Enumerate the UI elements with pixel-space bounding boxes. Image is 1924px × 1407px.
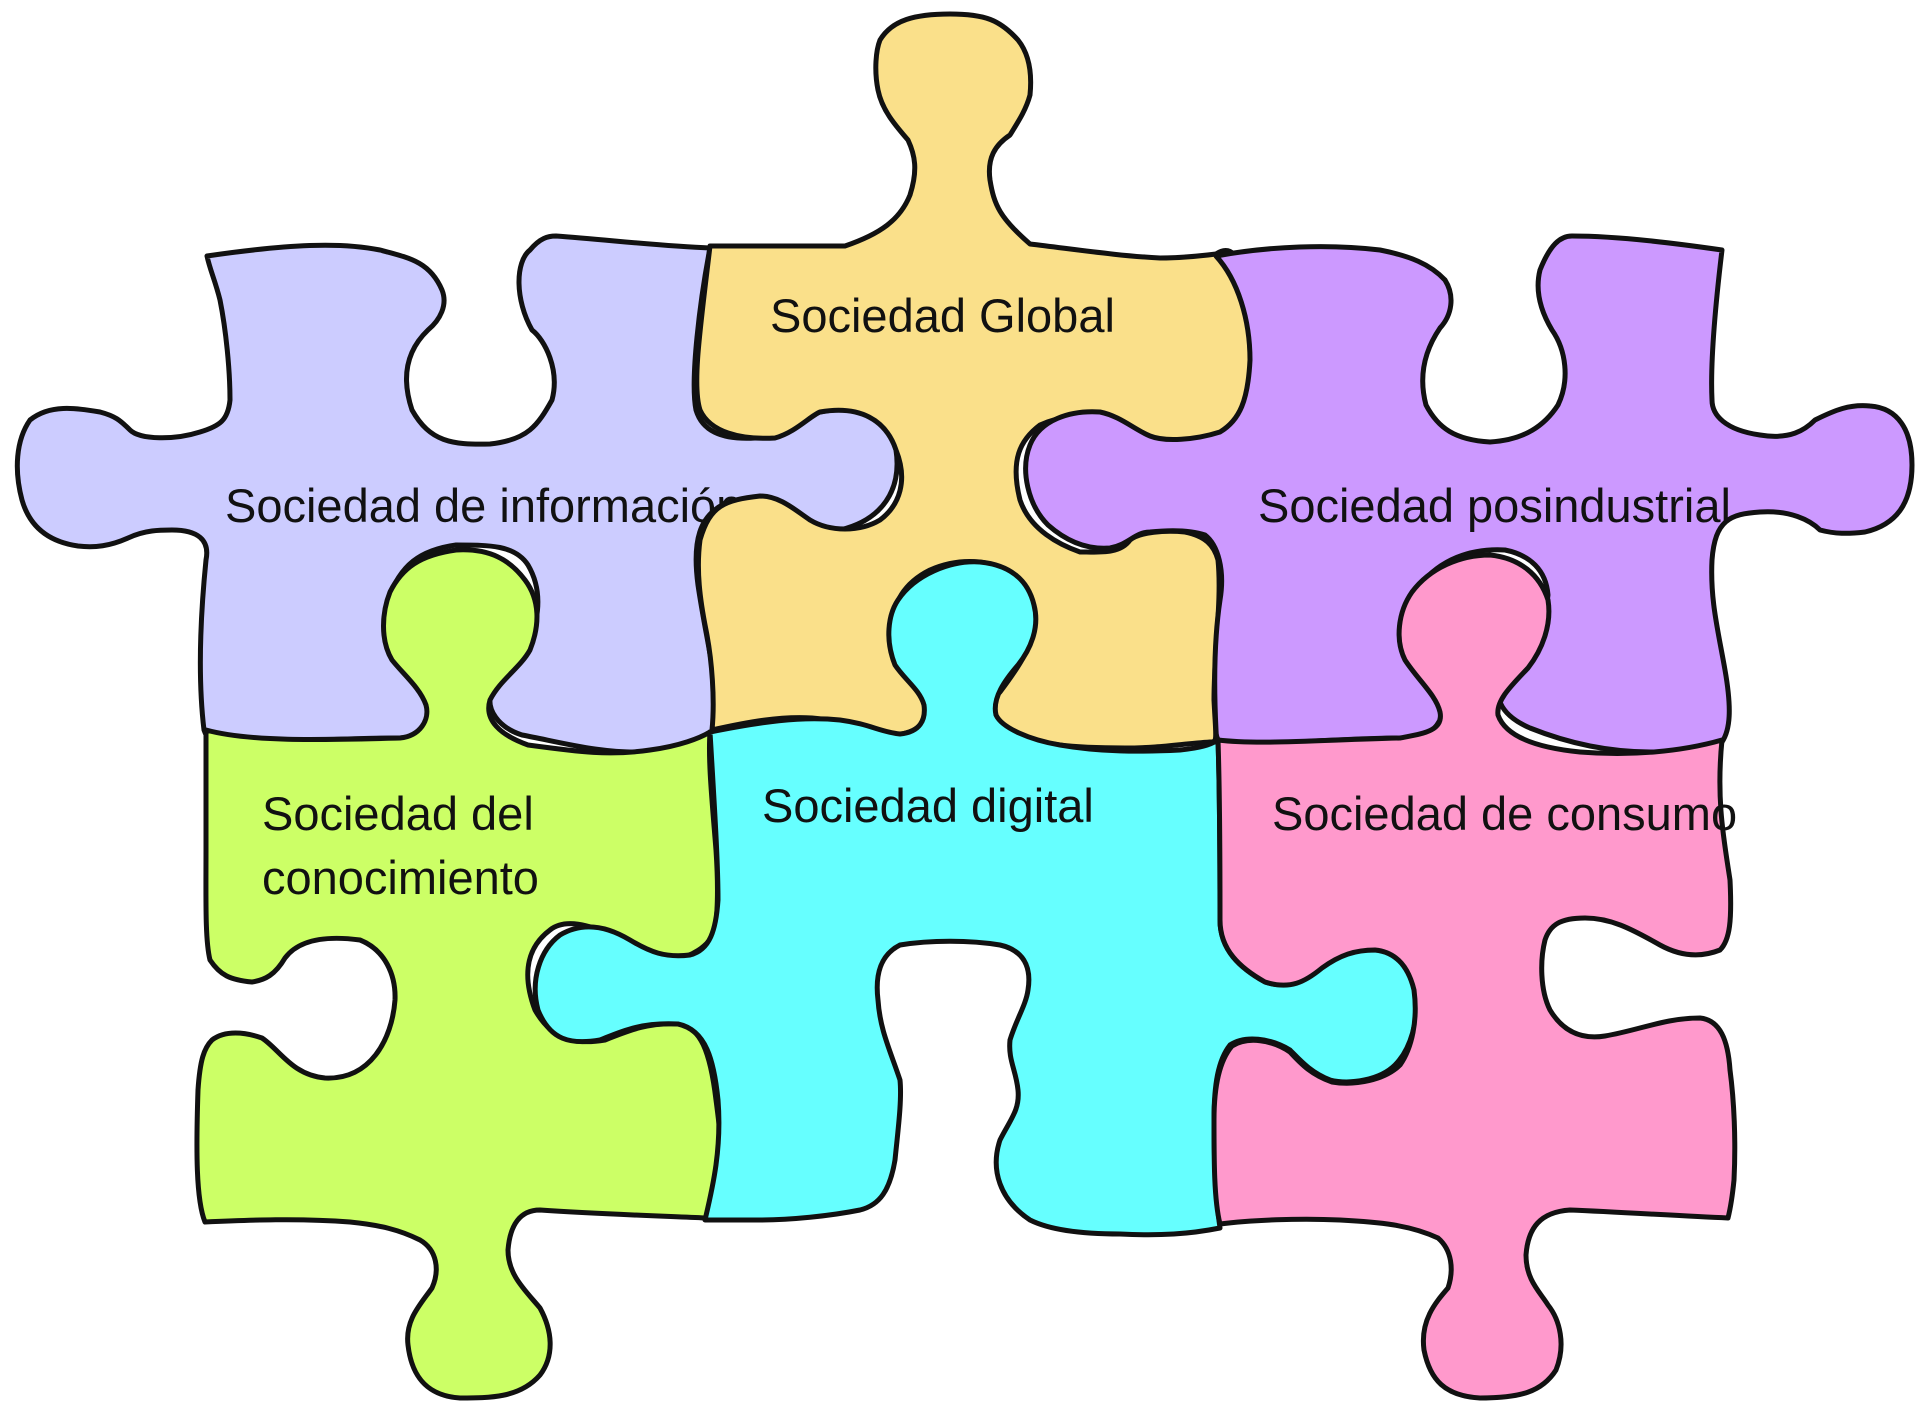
label-digital: Sociedad digital [762, 779, 1094, 832]
label-global: Sociedad Global [770, 289, 1115, 342]
piece-consumo: Sociedad de consumo [1211, 552, 1738, 1401]
piece-informacion: Sociedad de información [14, 233, 900, 755]
label-conocimiento-line1: Sociedad del [262, 787, 534, 840]
piece-informacion-shape [14, 233, 900, 755]
piece-digital-shape [532, 559, 1419, 1238]
label-posindustrial: Sociedad posindustrial [1258, 479, 1731, 532]
label-conocimiento-line2: conocimiento [262, 851, 539, 904]
piece-global: Sociedad Global [694, 11, 1255, 751]
piece-digital: Sociedad digital [532, 559, 1419, 1238]
piece-consumo-shape [1211, 552, 1738, 1401]
label-consumo: Sociedad de consumo [1272, 787, 1737, 840]
label-informacion: Sociedad de información [225, 479, 742, 532]
